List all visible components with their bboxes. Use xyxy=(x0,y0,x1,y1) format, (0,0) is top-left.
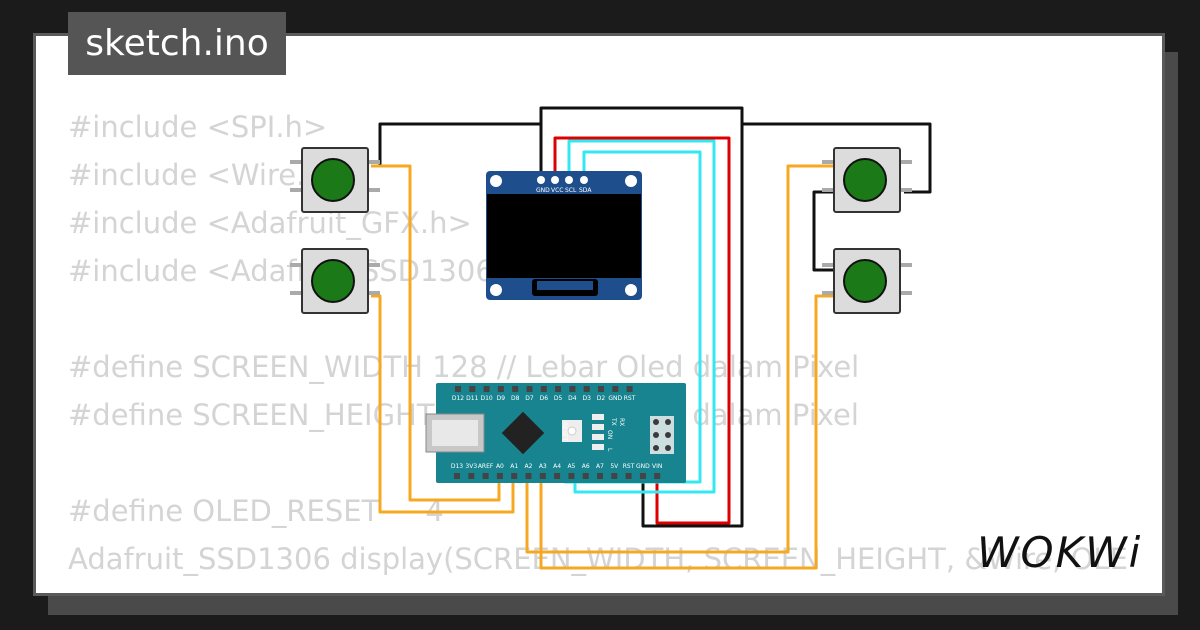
header-pin-label: A0 xyxy=(496,463,504,470)
header-pin-label: D6 xyxy=(540,395,549,402)
header-pin-label: A2 xyxy=(525,463,533,470)
header-pin[interactable] xyxy=(539,473,546,479)
header-pin[interactable] xyxy=(569,386,576,392)
wokwi-logo: WOKWi xyxy=(977,528,1142,577)
header-pin[interactable] xyxy=(598,386,604,392)
header-pin-label: RST xyxy=(623,463,635,470)
header-pin[interactable] xyxy=(639,473,646,479)
code-line: #define SCREEN_WIDTH 128 // Lebar Oled d… xyxy=(68,350,860,384)
header-pin[interactable] xyxy=(526,386,533,392)
file-title-tab[interactable]: sketch.ino xyxy=(68,12,286,75)
header-pin-label: D9 xyxy=(497,395,506,402)
header-pin[interactable] xyxy=(540,386,547,392)
header-pin[interactable] xyxy=(525,473,532,479)
header-pin-label: D4 xyxy=(568,395,577,402)
header-pin-label: D13 xyxy=(451,463,463,470)
header-pin[interactable] xyxy=(612,386,619,392)
header-pin[interactable] xyxy=(468,473,475,479)
wire-black-top xyxy=(539,106,744,528)
logo-text: WOKWi xyxy=(977,528,1142,577)
wire-black-left-button xyxy=(371,122,541,168)
header-pin-label: GND xyxy=(608,395,622,402)
header-pin[interactable] xyxy=(483,386,490,392)
header-pin[interactable] xyxy=(511,473,518,479)
header-pin-label: A7 xyxy=(596,463,604,470)
push-button-bottom-left[interactable] xyxy=(290,248,380,314)
reset-label: RESET xyxy=(561,422,568,442)
header-pin-label: AREF xyxy=(478,463,494,470)
header-pin[interactable] xyxy=(597,473,603,479)
header-pin-label: D5 xyxy=(554,395,563,402)
header-pin[interactable] xyxy=(583,386,590,392)
led-label: TX xyxy=(610,417,617,426)
header-pin-label: D3 xyxy=(582,395,591,402)
push-button-top-left[interactable] xyxy=(290,147,380,213)
header-pin-label: A1 xyxy=(510,463,518,470)
header-pin-label: D7 xyxy=(525,395,534,402)
wire-orange-btn1 xyxy=(371,164,501,502)
header-pin-label: GND xyxy=(636,463,650,470)
header-pin-label: D2 xyxy=(597,395,606,402)
code-line: #include <SPI.h> xyxy=(68,110,328,144)
preview-card: #include <SPI.h>#include <Wire.h>#includ… xyxy=(33,33,1165,596)
header-pin[interactable] xyxy=(626,386,633,392)
header-pin-label: D12 xyxy=(452,395,464,402)
push-button-top-right[interactable] xyxy=(822,147,912,213)
header-pin[interactable] xyxy=(512,386,519,392)
wire-black-right-button xyxy=(742,122,932,194)
wire-cyan-scl xyxy=(567,139,716,494)
header-pin-label: D8 xyxy=(511,395,520,402)
oled-display[interactable]: GND VCC SCL SDA xyxy=(486,171,642,300)
header-pin[interactable] xyxy=(554,473,561,479)
header-pin[interactable] xyxy=(582,473,589,479)
header-pin[interactable] xyxy=(496,473,503,479)
header-pin-label: RST xyxy=(624,395,636,402)
led-label: ON xyxy=(606,430,613,439)
header-pin-label: 3V3 xyxy=(465,463,477,470)
header-pin[interactable] xyxy=(568,473,575,479)
header-pin[interactable] xyxy=(654,473,661,479)
led-label: RX xyxy=(618,418,625,426)
header-pin[interactable] xyxy=(497,386,504,392)
header-pin-label: A5 xyxy=(567,463,575,470)
header-pin[interactable] xyxy=(555,386,562,392)
header-pin[interactable] xyxy=(625,473,632,479)
wire-black-button-bridge xyxy=(812,190,833,272)
oled-pin-label: VCC xyxy=(551,187,563,194)
header-pin-label: D11 xyxy=(466,395,478,402)
wire-red-vcc xyxy=(553,136,731,525)
header-pin[interactable] xyxy=(611,473,618,479)
code-line: #include <Adafruit_GFX.h> xyxy=(68,206,472,240)
code-line: Adafruit_SSD1306 display(SCREEN_WIDTH, S… xyxy=(68,542,1128,576)
header-pin-label: D10 xyxy=(480,395,492,402)
header-pin-label: A4 xyxy=(553,463,561,470)
oled-pin-label: SDA xyxy=(579,187,592,194)
header-pin-label: A6 xyxy=(582,463,590,470)
header-pin-label: 5V xyxy=(610,463,619,470)
oled-pin-label: GND xyxy=(536,187,550,194)
wire-orange-btn3 xyxy=(525,164,833,554)
header-pin[interactable] xyxy=(482,473,489,479)
wire-orange-btn2 xyxy=(371,294,515,514)
header-pin[interactable] xyxy=(455,386,461,392)
push-button-bottom-right[interactable] xyxy=(822,248,912,314)
header-pin[interactable] xyxy=(454,473,460,479)
oled-pin-label: SCL xyxy=(565,187,577,194)
header-pin-label: A3 xyxy=(539,463,547,470)
wire-orange-btn4 xyxy=(539,294,833,570)
header-pin-label: VIN xyxy=(652,463,662,470)
code-line: #define OLED_RESET 4 xyxy=(68,494,444,528)
led-label: L xyxy=(606,448,613,452)
header-pin[interactable] xyxy=(469,386,476,392)
